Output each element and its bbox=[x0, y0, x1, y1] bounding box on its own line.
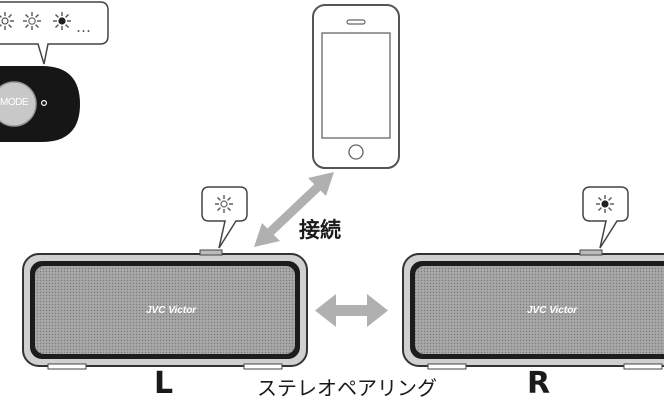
stereo-pairing-label: ステレオペアリング bbox=[257, 376, 437, 400]
right-led-callout bbox=[582, 186, 629, 249]
right-speaker-label: R bbox=[527, 366, 551, 401]
blink-pattern-callout bbox=[0, 1, 109, 65]
speaker-left-brand: JVC Victor bbox=[146, 305, 197, 316]
led-blink-icon bbox=[22, 11, 42, 31]
speaker-right-brand: JVC Victor bbox=[527, 305, 578, 316]
connection-arrow-icon bbox=[254, 172, 334, 247]
bidirectional-arrow-icon bbox=[315, 294, 388, 327]
smartphone-icon bbox=[312, 4, 400, 169]
led-blink-icon bbox=[214, 194, 234, 214]
status-led-icon bbox=[40, 99, 47, 106]
mode-button-panel bbox=[0, 66, 80, 142]
connection-label: 接続 bbox=[299, 218, 341, 242]
left-led-callout bbox=[201, 186, 248, 249]
led-blink-icon bbox=[0, 11, 15, 31]
mode-button-label: MODE bbox=[0, 97, 29, 108]
mode-button-icon[interactable] bbox=[0, 81, 37, 127]
left-speaker-label: L bbox=[154, 366, 174, 401]
speaker-left bbox=[22, 249, 308, 370]
led-blink-icon bbox=[595, 194, 615, 214]
led-blink-icon bbox=[52, 11, 72, 31]
blink-ellipsis: … bbox=[76, 18, 92, 36]
speaker-right bbox=[402, 249, 664, 370]
